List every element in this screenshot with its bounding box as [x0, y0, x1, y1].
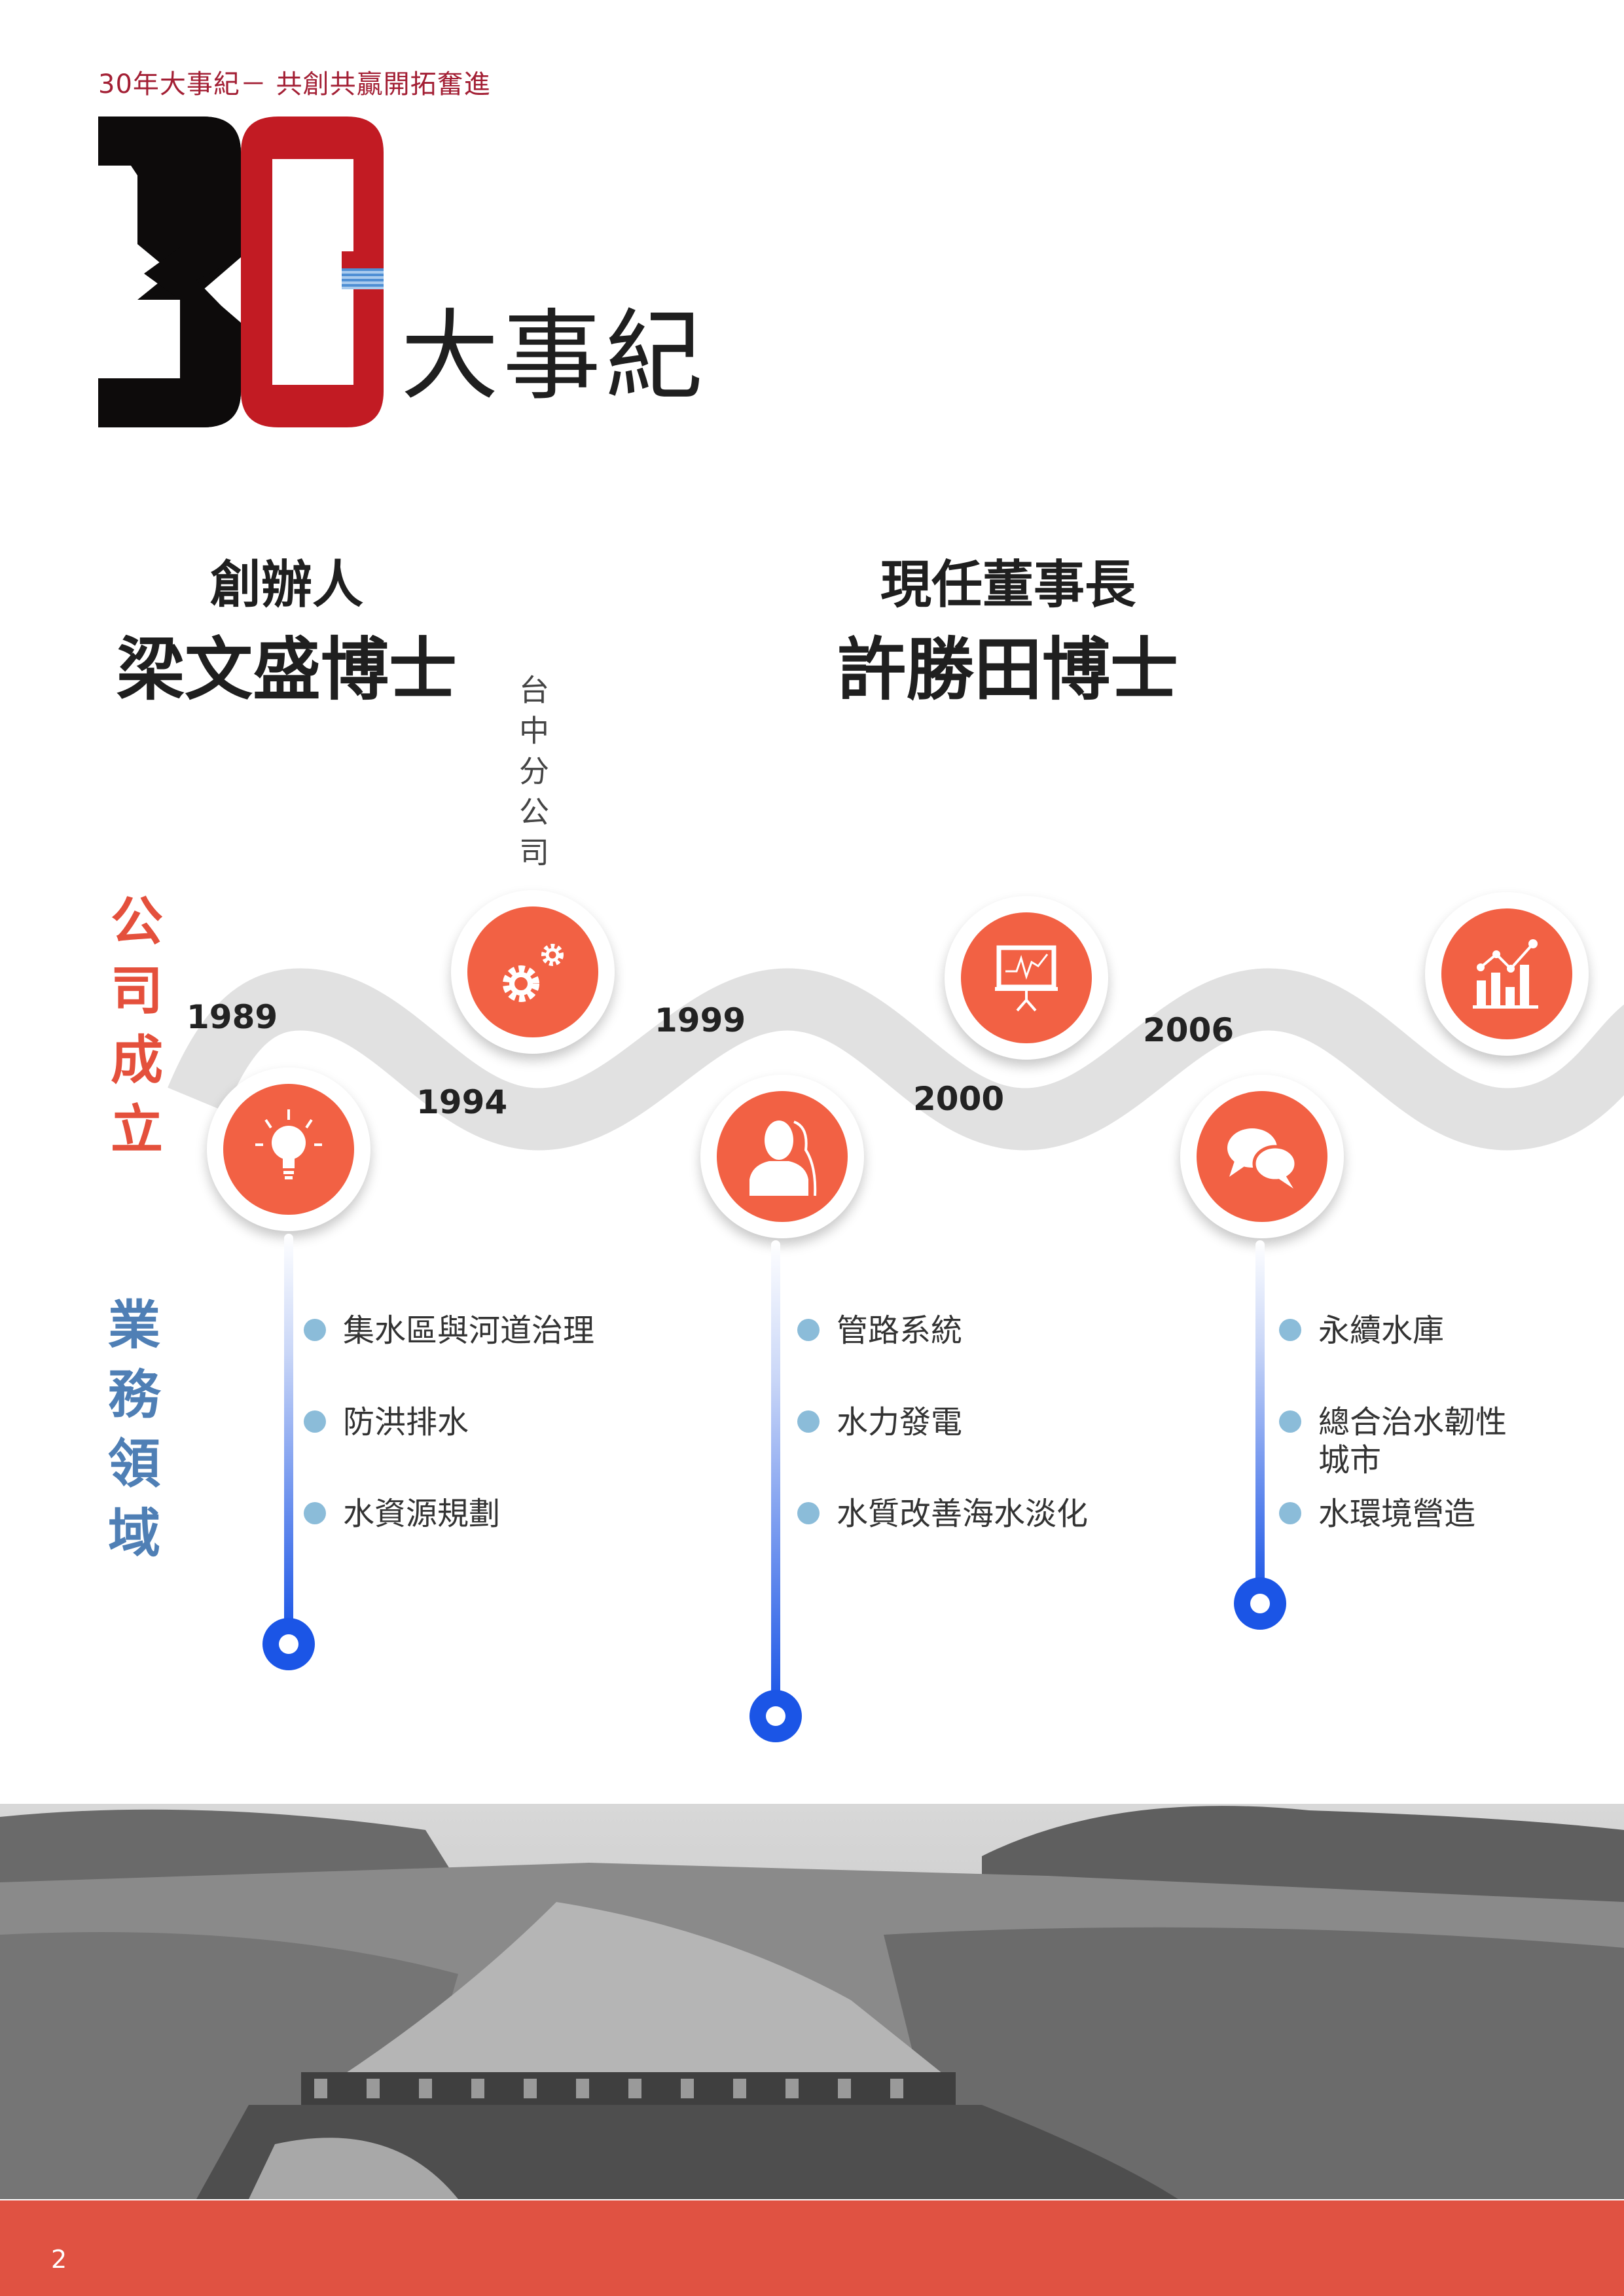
timeline-node-2000 [945, 896, 1108, 1060]
business-areas-label: 業務領域 [99, 1297, 160, 1575]
bullet-dot [1279, 1410, 1301, 1433]
bullet-dot [797, 1502, 820, 1524]
timeline-node-1989 [207, 1067, 370, 1231]
founder-block: 創辦人 梁文盛博士 [110, 560, 463, 704]
bullet-dot [1279, 1502, 1301, 1524]
business-item-label: 水力發電 [837, 1404, 963, 1441]
business-item: 永續水庫 [1279, 1312, 1444, 1350]
founder-name: 梁文盛博士 [116, 630, 457, 709]
business-item: 管路系統 [797, 1312, 962, 1350]
timeline-connector [771, 1240, 780, 1705]
connector-end-marker [749, 1690, 802, 1742]
timeline-node-1999 [700, 1075, 864, 1238]
chairman-name: 許勝田博士 [837, 630, 1178, 709]
person-icon [749, 1121, 817, 1196]
year-label: 1999 [655, 1001, 746, 1039]
business-item: 水力發電 [797, 1404, 962, 1442]
business-item-label: 水環境營造 [1318, 1496, 1476, 1532]
page-number: 2 [51, 2245, 67, 2274]
bar-chart-icon [1473, 939, 1538, 1009]
timeline-wave [168, 968, 1624, 1151]
founder-role: 創辦人 [209, 556, 363, 615]
year-label: 2000 [913, 1080, 1005, 1118]
chairman-role: 現任董事長 [880, 556, 1136, 615]
business-item-label: 水質改善海水淡化 [837, 1496, 1089, 1532]
business-item-label: 管路系統 [837, 1312, 963, 1349]
timeline-connector [284, 1234, 293, 1633]
chat-icon [1227, 1128, 1298, 1189]
chairman-block: 現任董事長 許勝田博士 [831, 560, 1185, 704]
business-item: 水質改善海水淡化 [797, 1496, 1088, 1534]
page-title: 大事紀 [401, 300, 708, 414]
connector-end-marker [262, 1618, 315, 1670]
business-item-label: 防洪排水 [343, 1404, 469, 1441]
business-item-label: 永續水庫 [1318, 1312, 1445, 1349]
business-item: 防洪排水 [304, 1404, 469, 1442]
business-item: 水環境營造 [1279, 1496, 1475, 1534]
branch-label: 台中分公司 [514, 674, 550, 877]
company-founded-label: 公司成立 [102, 893, 163, 1171]
business-item: 集水區與河道治理 [304, 1312, 594, 1350]
presentation-icon [995, 945, 1058, 1012]
footer-bar [0, 2200, 1624, 2296]
bullet-dot [797, 1319, 820, 1341]
business-item-label: 集水區與河道治理 [343, 1312, 595, 1349]
dam-landscape-photo [0, 1804, 1624, 2199]
business-item-label: 水資源規劃 [343, 1496, 501, 1532]
timeline-node-2006 [1180, 1075, 1344, 1238]
business-item-label: 總合治水韌性城市 [1318, 1404, 1507, 1479]
timeline-connector [1255, 1240, 1265, 1594]
page-subtitle: 30年大事紀－ 共創共贏開拓奮進 [98, 69, 491, 99]
year-label: 1994 [416, 1083, 508, 1121]
bullet-dot [1279, 1319, 1301, 1341]
connector-end-marker [1234, 1577, 1286, 1630]
bullet-dot [797, 1410, 820, 1433]
bullet-dot [304, 1502, 326, 1524]
year-label: 2006 [1143, 1011, 1235, 1049]
bullet-dot [304, 1410, 326, 1433]
timeline-node-future [1425, 892, 1589, 1056]
timeline-node-1994 [451, 890, 615, 1054]
lightbulb-icon [255, 1109, 322, 1179]
bullet-dot [304, 1319, 326, 1341]
year-label: 1989 [187, 998, 278, 1036]
gears-icon [503, 944, 564, 1002]
business-item: 水資源規劃 [304, 1496, 500, 1534]
30-anniversary-logo [98, 117, 384, 427]
business-item: 總合治水韌性城市 [1279, 1404, 1528, 1479]
